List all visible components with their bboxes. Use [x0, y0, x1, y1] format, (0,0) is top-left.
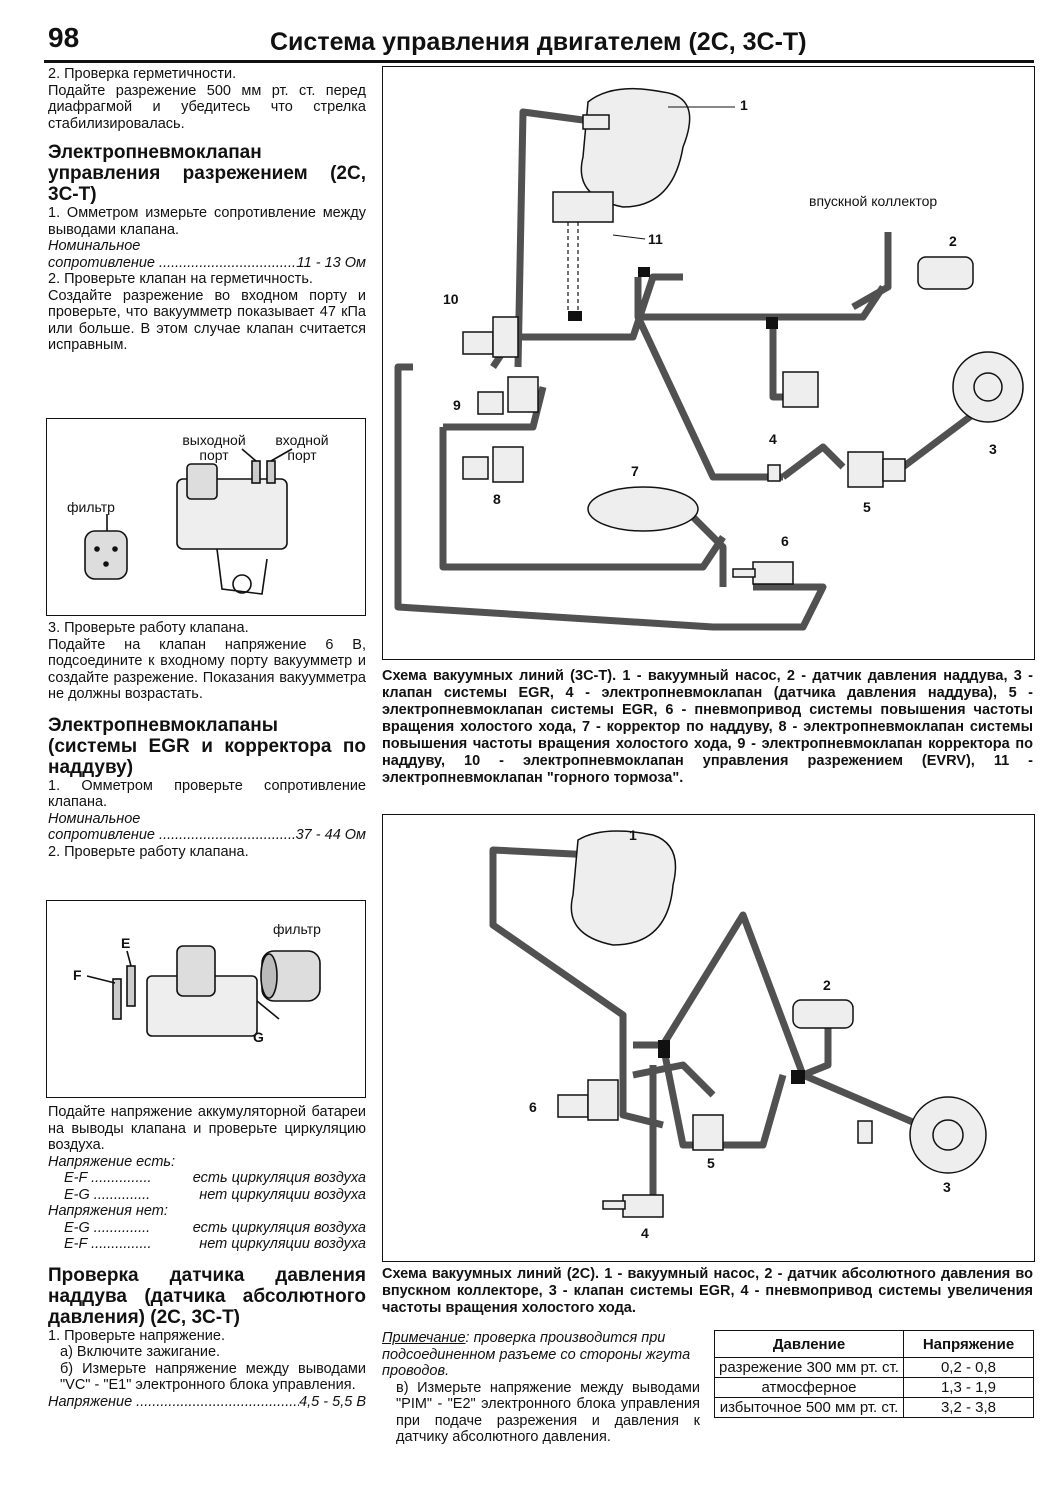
s3-voltage-row: Напряжение4,5 - 5,5 В — [48, 1394, 366, 1411]
off-eg-row: E-G есть циркуляция воздуха — [48, 1220, 366, 1237]
s2-resistance-value: 37 - 44 Ом — [295, 827, 366, 843]
col-pressure-header: Давление — [714, 1330, 904, 1358]
table-header-row: Давление Напряжение — [714, 1330, 1034, 1358]
s3-b: б) Измерьте напряжение между выводами "V… — [60, 1360, 366, 1394]
voltage-cell: 1,3 - 1,9 — [903, 1377, 1034, 1398]
left-column-top: 2. Проверка герметичности. Подайте разре… — [48, 66, 366, 354]
off-ef-value: нет циркуляции воздуха — [199, 1236, 366, 1252]
off-eg-key: E-G — [64, 1220, 150, 1237]
fig2-filter-label: фильтр — [273, 921, 321, 937]
on-eg-value: нет циркуляции воздуха — [199, 1186, 366, 1203]
voltage-cell: 3,2 - 3,8 — [903, 1397, 1034, 1418]
section2-heading: Электропневмоклапаны (системы EGR и корр… — [48, 714, 366, 778]
diagram1-caption: Схема вакуумных линий (3С-Т). 1 - вакуум… — [382, 668, 1033, 786]
s1-resistance-value: 11 - 13 Ом — [296, 254, 366, 271]
note-label: Примечание — [382, 1330, 466, 1346]
diagram-2c-drawing — [489, 830, 987, 1218]
d1-label-4: 4 — [769, 431, 777, 447]
fig2-f-label: F — [73, 967, 82, 983]
s3-p1: 1. Проверьте напряжение. — [48, 1327, 225, 1344]
on-eg-key: E-G — [64, 1187, 150, 1204]
figure-valve-egr: фильтр E F G — [46, 900, 366, 1098]
s1-nominal-label: Номинальное — [48, 238, 141, 254]
s1-p1: 1. Омметром измерьте сопротивление между… — [48, 205, 366, 238]
note-block: Примечание: проверка производится при по… — [382, 1330, 700, 1446]
left-column-mid: 3. Проверьте работу клапана. Подайте на … — [48, 620, 366, 860]
s2-p3: Подайте напряжение аккумуляторной батаре… — [48, 1104, 366, 1153]
page-number: 98 — [48, 22, 80, 53]
intro-text: Подайте разрежение 500 мм рт. ст. перед … — [48, 82, 366, 132]
section3-heading: Проверка датчика давления наддува (датчи… — [48, 1264, 366, 1328]
out-port-label: выходной порт — [182, 432, 246, 463]
table-row: избыточное 500 мм рт. ст. 3,2 - 3,8 — [714, 1397, 1034, 1418]
d1-label-3: 3 — [989, 441, 997, 457]
volt-off-label: Напряжения нет: — [48, 1203, 168, 1219]
s1-resistance-label: сопротивление — [48, 255, 297, 272]
s1-resistance-row: сопротивление11 - 13 Ом — [48, 255, 366, 272]
voltage-cell: 0,2 - 0,8 — [903, 1357, 1034, 1378]
on-eg-row: E-G нет циркуляции воздуха — [48, 1187, 366, 1204]
d2-label-4: 4 — [641, 1225, 649, 1241]
left-column-bottom: Подайте напряжение аккумуляторной батаре… — [48, 1104, 366, 1410]
off-eg-value: есть циркуляция воздуха — [192, 1219, 366, 1236]
valve-evrv-drawing — [84, 448, 293, 595]
note-text: : проверка производится при подсоединенн… — [382, 1330, 691, 1379]
diagram-2c: 1 2 3 4 5 6 — [382, 814, 1035, 1262]
on-ef-key: E-F — [64, 1170, 150, 1187]
s2-p2: 2. Проверьте работу клапана. — [48, 843, 249, 860]
d1-label-8: 8 — [493, 491, 501, 507]
d1-label-5: 5 — [863, 499, 871, 515]
pressure-cell: избыточное 500 мм рт. ст. — [714, 1397, 904, 1418]
d1-label-9: 9 — [453, 397, 461, 413]
page-title: Система управления двигателем (2С, 3С-Т) — [270, 28, 807, 56]
voltage-table: Давление Напряжение разрежение 300 мм рт… — [714, 1330, 1034, 1418]
on-ef-value: есть циркуляция воздуха — [192, 1170, 366, 1186]
fig2-g-label: G — [253, 1029, 264, 1045]
s1-p5: Подайте на клапан напряжение 6 В, подсое… — [48, 636, 366, 703]
table-row: разрежение 300 мм рт. ст. 0,2 - 0,8 — [714, 1357, 1034, 1378]
fig2-e-label: E — [121, 935, 131, 951]
s2-nominal-label: Номинальное — [48, 810, 141, 827]
s2-resistance-label: сопротивление — [48, 827, 296, 844]
col-voltage-header: Напряжение — [903, 1330, 1034, 1358]
pressure-cell: разрежение 300 мм рт. ст. — [714, 1357, 904, 1378]
s3-voltage-value: 4,5 - 5,5 В — [299, 1393, 366, 1410]
d1-label-10: 10 — [443, 291, 459, 307]
section1-heading: Электропневмоклапан управления разрежени… — [48, 142, 366, 205]
d1-label-7: 7 — [631, 463, 639, 479]
on-ef-row: E-F есть циркуляция воздуха — [48, 1170, 366, 1187]
s1-p2: 2. Проверьте клапан на герметичность. — [48, 271, 313, 287]
d1-label-1: 1 — [740, 97, 748, 113]
diagram-3ct: 1 2 3 4 5 6 7 8 9 10 11 впускной коллект… — [382, 66, 1035, 660]
diagram2-caption: Схема вакуумных линий (2С). 1 - вакуумны… — [382, 1266, 1033, 1316]
intro-step: 2. Проверка герметичности. — [48, 66, 237, 82]
d2-label-2: 2 — [823, 977, 831, 993]
table-row: атмосферное 1,3 - 1,9 — [714, 1377, 1034, 1398]
off-ef-row: E-F нет циркуляции воздуха — [48, 1236, 366, 1253]
diagram-3ct-drawing — [394, 87, 1024, 631]
d2-label-1: 1 — [629, 827, 637, 843]
volt-on-label: Напряжение есть: — [48, 1153, 176, 1170]
d1-label-6: 6 — [781, 533, 789, 549]
d1-intake-label: впускной коллектор — [809, 193, 938, 209]
d2-label-5: 5 — [707, 1155, 715, 1171]
filter-label: фильтр — [67, 499, 115, 515]
d2-label-3: 3 — [943, 1179, 951, 1195]
d1-label-11: 11 — [648, 231, 663, 247]
note-step-c: в) Измерьте напряжение между выводами "P… — [396, 1379, 700, 1446]
in-port-label: входной порт — [275, 432, 329, 463]
s2-resistance-row: сопротивление37 - 44 Ом — [48, 827, 366, 844]
header-rule — [44, 60, 1034, 63]
s1-p3: Создайте разрежение во входном порту и п… — [48, 287, 366, 354]
figure-valve-evrv: выходной порт входной порт фильтр — [46, 418, 366, 616]
pressure-cell: атмосферное — [714, 1377, 904, 1398]
d1-label-2: 2 — [949, 233, 957, 249]
off-ef-key: E-F — [64, 1236, 150, 1253]
s2-p1: 1. Омметром проверьте сопротивление клап… — [48, 777, 366, 811]
s1-p4: 3. Проверьте работу клапана. — [48, 620, 249, 636]
s3-a: а) Включите зажигание. — [60, 1344, 221, 1360]
s3-voltage-label: Напряжение — [48, 1394, 299, 1411]
valve-egr-drawing — [86, 945, 321, 1037]
d2-label-6: 6 — [529, 1099, 537, 1115]
